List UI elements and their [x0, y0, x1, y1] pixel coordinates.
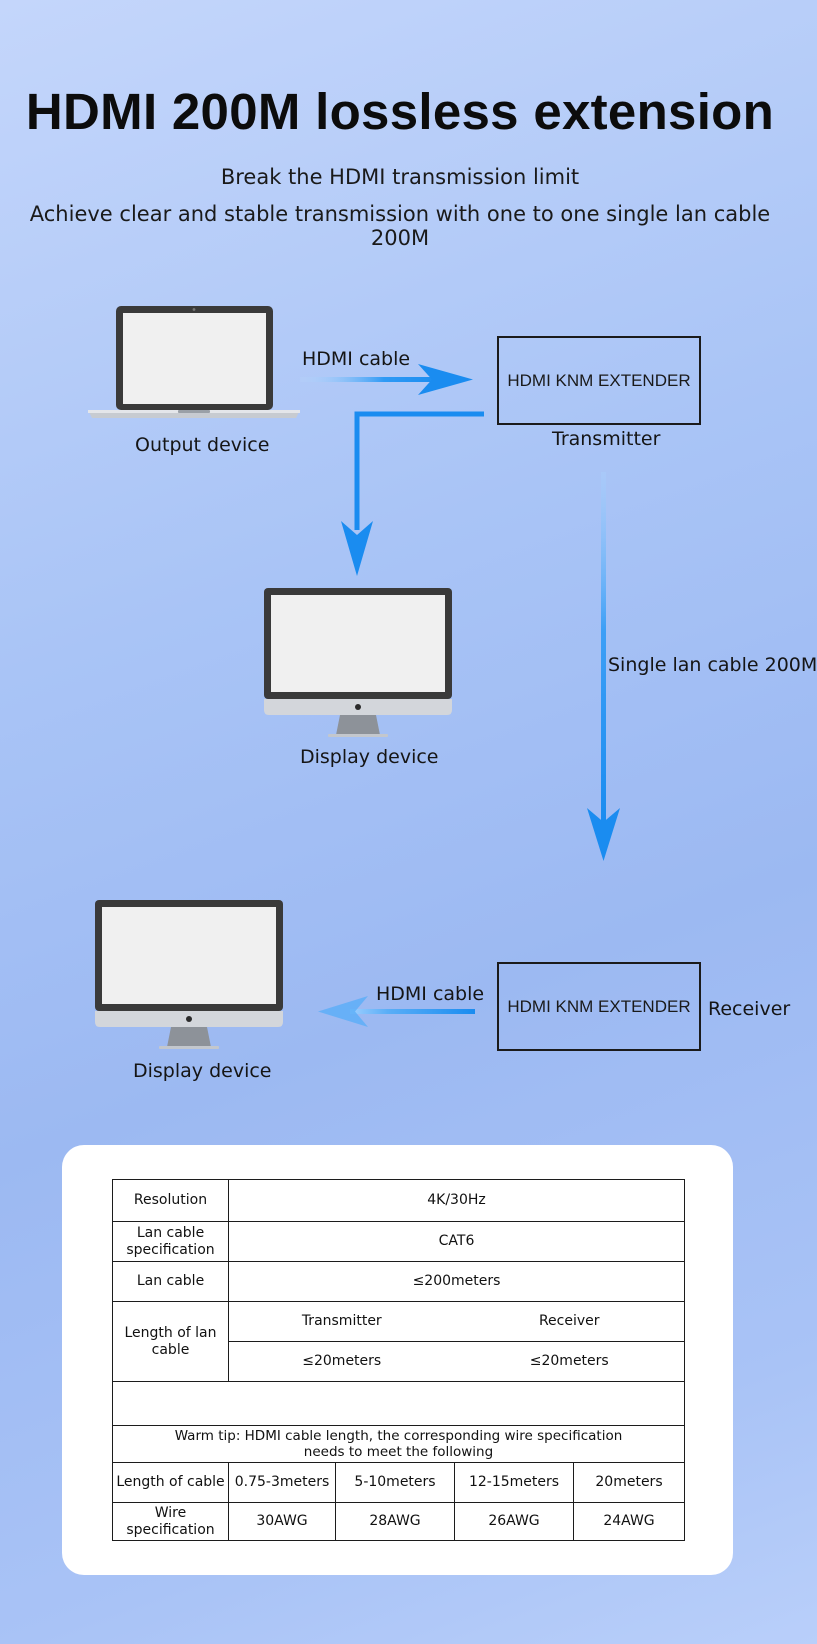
receiver-box-text: HDMI KNM EXTENDER	[507, 996, 691, 1016]
table-row: Lan cable ≤200meters	[112, 1261, 685, 1302]
monitor-icon	[95, 900, 283, 1049]
warm-tip: Warm tip: HDMI cable length, the corresp…	[112, 1425, 685, 1463]
wire-spec-label: Wire specification	[112, 1502, 229, 1541]
connection-diagram	[88, 306, 620, 1049]
subtitle-limit: Break the HDMI transmission limit	[220, 165, 580, 189]
cable-length-label: Length of cable	[112, 1462, 229, 1503]
table-row: Warm tip: HDMI cable length, the corresp…	[112, 1425, 685, 1463]
hdmi-arrow-bottom	[318, 996, 475, 1027]
lan-spec-label: Lan cable specification	[112, 1221, 229, 1262]
cable-length-value: 0.75-3meters	[228, 1462, 336, 1503]
lan-cable-row-value: ≤200meters	[228, 1261, 685, 1302]
table-row: Resolution 4K/30Hz	[112, 1179, 685, 1222]
transmitter-box: HDMI KNM EXTENDER	[497, 336, 701, 425]
table-row: Lan cable specification CAT6	[112, 1221, 685, 1262]
receiver-label: Receiver	[708, 998, 791, 1020]
resolution-label: Resolution	[112, 1179, 229, 1222]
lan-cable-label: Single lan cable 200M	[608, 654, 817, 676]
wire-spec-value: 30AWG	[228, 1502, 336, 1541]
length-tx-value: ≤20meters	[228, 1341, 455, 1382]
cable-length-value: 20meters	[573, 1462, 685, 1503]
table-row: Length of lan cable Transmitter Receiver	[112, 1301, 685, 1382]
receiver-box: HDMI KNM EXTENDER	[497, 962, 701, 1051]
length-rx-label: Receiver	[454, 1301, 685, 1342]
display-device-label-2: Display device	[133, 1060, 272, 1082]
length-tx-label: Transmitter	[228, 1301, 455, 1342]
resolution-value: 4K/30Hz	[228, 1179, 685, 1222]
length-of-lan-cable-label: Length of lan cable	[112, 1301, 229, 1382]
lan-cable-arrow	[587, 472, 620, 861]
display-device-label-1: Display device	[300, 746, 439, 768]
subtitle-achieve: Achieve clear and stable transmission wi…	[29, 202, 771, 250]
spec-card: Resolution 4K/30Hz Lan cable specificati…	[62, 1145, 733, 1575]
transmitter-label: Transmitter	[552, 428, 661, 450]
warm-tip-line-2: needs to meet the following	[303, 1444, 494, 1460]
hdmi-arrow-to-display	[341, 411, 484, 576]
lan-spec-value: CAT6	[228, 1221, 685, 1262]
table-row: Wire specification 30AWG 28AWG 26AWG 24A…	[112, 1502, 685, 1541]
wire-spec-value: 26AWG	[454, 1502, 574, 1541]
hdmi-cable-label-bottom: HDMI cable	[376, 983, 485, 1005]
page-title: HDMI 200M lossless extension	[25, 83, 775, 140]
empty-row	[112, 1381, 685, 1426]
output-device-label: Output device	[135, 434, 270, 456]
hdmi-arrow-top	[300, 364, 473, 395]
laptop-icon	[88, 306, 300, 418]
cable-length-value: 5-10meters	[335, 1462, 455, 1503]
lan-cable-row-label: Lan cable	[112, 1261, 229, 1302]
wire-spec-value: 28AWG	[335, 1502, 455, 1541]
hdmi-cable-label-top: HDMI cable	[302, 348, 411, 370]
table-row	[112, 1381, 685, 1426]
spec-table: Resolution 4K/30Hz Lan cable specificati…	[112, 1179, 685, 1541]
transmitter-box-text: HDMI KNM EXTENDER	[507, 370, 691, 390]
monitor-icon	[264, 588, 452, 737]
warm-tip-line-1: Warm tip: HDMI cable length, the corresp…	[174, 1427, 623, 1444]
cable-length-value: 12-15meters	[454, 1462, 574, 1503]
length-rx-value: ≤20meters	[454, 1341, 685, 1382]
table-row: Length of cable 0.75-3meters 5-10meters …	[112, 1462, 685, 1503]
wire-spec-value: 24AWG	[573, 1502, 685, 1541]
